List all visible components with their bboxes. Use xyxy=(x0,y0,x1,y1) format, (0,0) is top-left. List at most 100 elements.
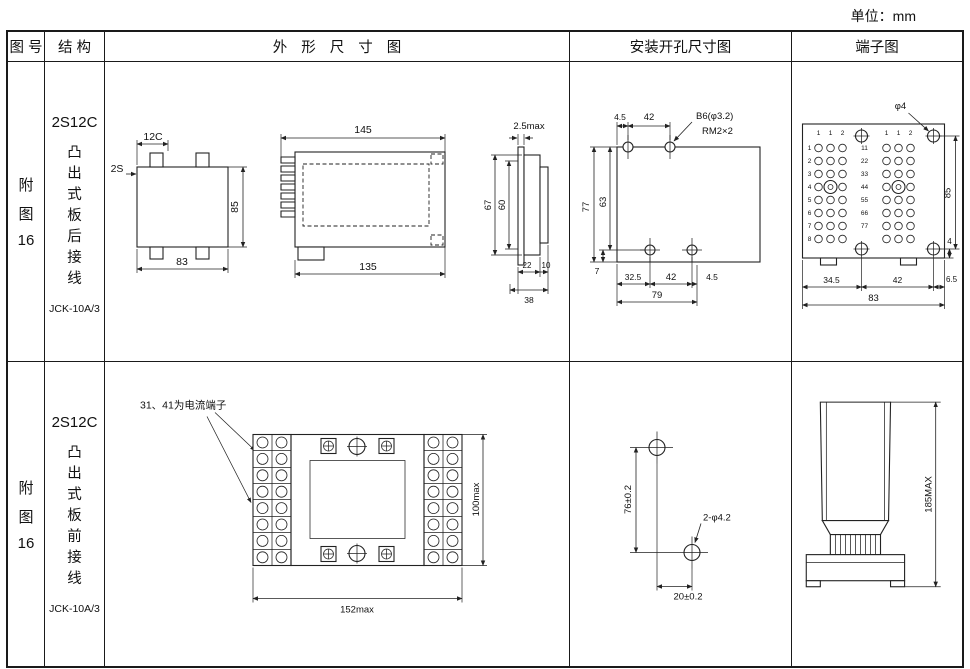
row2-mounting-cell: 76±0.2 2-φ4.2 20±0.2 xyxy=(570,362,792,666)
structure-char: 线 xyxy=(67,571,82,587)
col-header: 1 xyxy=(897,130,901,137)
mid-number: 22 xyxy=(861,158,869,165)
dim-42t-label: 42 xyxy=(893,275,903,285)
panel-cutout: 4.5 42 B6(φ3.2) RM2×2 77 63 7 32.5 42 4.… xyxy=(581,111,761,306)
dim-12c-label: 12C xyxy=(143,131,163,143)
row1-mounting-drawing: 4.5 42 B6(φ3.2) RM2×2 77 63 7 32.5 42 4.… xyxy=(581,111,761,306)
structure-char: 后 xyxy=(67,229,82,245)
row2-figure-cell: 附 图 16 xyxy=(8,362,45,666)
structure-char: 板 xyxy=(67,208,82,224)
right-terminal-circles xyxy=(427,436,459,564)
fig-char: 16 xyxy=(17,232,35,249)
spec-table: 图 号 结 构 外 形 尺 寸 图 安装开孔尺寸图 端子图 附 图 16 2S1… xyxy=(6,30,964,668)
dim-22-label: 22 xyxy=(523,261,532,270)
dim-345-label: 34.5 xyxy=(823,275,840,285)
dim-phi4-label: φ4 xyxy=(895,101,906,112)
dim-76-label: 76±0.2 xyxy=(623,485,634,514)
header-terminal: 端子图 xyxy=(792,32,962,62)
row-number: 8 xyxy=(808,236,812,243)
dim-42-top-label: 42 xyxy=(644,112,655,123)
structure-char: 板 xyxy=(67,508,82,524)
dim-152max-label: 152max xyxy=(340,605,374,616)
left-terminal-circles xyxy=(256,436,288,564)
row2-outline-cell: 31、41为电流端子 100max 152max xyxy=(105,362,570,666)
row-number: 1 xyxy=(808,145,812,152)
structure-char: 接 xyxy=(67,250,82,266)
row1-structure-cell: 2S12C 凸 出 式 板 后 接 线 JCK-10A/3 xyxy=(45,62,105,362)
dim-63-label: 63 xyxy=(598,197,609,208)
mid-number: 55 xyxy=(861,197,869,204)
dim-65-label: 6.5 xyxy=(946,275,958,284)
drill-plan: 76±0.2 2-φ4.2 20±0.2 xyxy=(623,431,731,603)
row2-terminal-cell: 185MAX xyxy=(792,362,962,666)
structure-char: 出 xyxy=(67,166,82,182)
dim-7-label: 7 xyxy=(595,266,600,276)
fig-char: 附 xyxy=(18,177,34,194)
dim-79-label: 79 xyxy=(652,290,663,301)
dim-83-label: 83 xyxy=(176,256,188,268)
row-number: 4 xyxy=(808,184,812,191)
col-header: 2 xyxy=(909,130,913,137)
col-header: 1 xyxy=(817,130,821,137)
col-header: 1 xyxy=(829,130,833,137)
relay-code: JCK-10A/3 xyxy=(49,303,100,315)
dim-77-label: 77 xyxy=(581,202,592,213)
structure-char: 凸 xyxy=(67,145,82,161)
unit-label: 单位：mm xyxy=(850,8,916,24)
row1-outline-drawing: 12C 2S 85 83 145 135 xyxy=(111,121,551,305)
relay-code: JCK-10A/3 xyxy=(49,603,100,615)
row1-terminal-cell: φ4 85 4 6.5 34.5 42 83 1 1 2 1 1 2 1 2 3 xyxy=(792,62,962,362)
model-label: 2S12C xyxy=(51,114,98,131)
dim-10-label: 10 xyxy=(542,261,551,270)
mid-number: 11 xyxy=(861,145,868,152)
dim-4-label: 4 xyxy=(947,237,952,246)
dim-45-bottom-label: 4.5 xyxy=(706,272,718,282)
row2-structure-cell: 2S12C 凸 出 式 板 前 接 线 JCK-10A/3 xyxy=(45,362,105,666)
current-terminal-note: 31、41为电流端子 xyxy=(140,399,226,412)
structure-char: 式 xyxy=(67,187,82,203)
front-wiring-view: 31、41为电流端子 100max 152max xyxy=(140,399,487,616)
dim-83t-label: 83 xyxy=(868,293,879,304)
dim-85-label: 85 xyxy=(229,201,241,213)
dim-145-label: 145 xyxy=(354,124,372,136)
dim-100max-label: 100max xyxy=(471,482,482,516)
header-structure: 结 构 xyxy=(45,32,105,62)
hole-spec-label: 2-φ4.2 xyxy=(703,513,731,524)
mid-number: 77 xyxy=(861,223,869,230)
mid-number: 66 xyxy=(861,210,869,217)
header-outline: 外 形 尺 寸 图 xyxy=(105,32,570,62)
model-label: 2S12C xyxy=(51,414,98,431)
col-header: 1 xyxy=(885,130,889,137)
terminal-hole-grid-right xyxy=(882,143,915,244)
header-mounting: 安装开孔尺寸图 xyxy=(570,32,792,62)
structure-char: 前 xyxy=(67,529,82,545)
mid-number: 33 xyxy=(861,171,869,178)
dim-67-label: 67 xyxy=(483,200,494,211)
dim-42-bottom-label: 42 xyxy=(666,272,677,283)
fig-char: 16 xyxy=(17,534,35,552)
row-number: 3 xyxy=(808,171,812,178)
terminal-plate: φ4 85 4 6.5 34.5 42 83 1 1 2 1 1 2 1 2 3 xyxy=(801,101,960,309)
row1-figure-cell: 附 图 16 xyxy=(8,62,45,362)
row1-terminal-drawing: φ4 85 4 6.5 34.5 42 83 1 1 2 1 1 2 1 2 3 xyxy=(801,101,960,309)
dim-45-top-label: 4.5 xyxy=(614,112,626,122)
row-number: 6 xyxy=(808,210,812,217)
fig-char: 图 xyxy=(18,508,34,526)
fig-char: 附 xyxy=(18,479,34,497)
row-number: 5 xyxy=(808,197,812,204)
dim-185max-label: 185MAX xyxy=(924,476,935,513)
fig-char: 图 xyxy=(18,206,34,223)
row2-terminal-drawing: 185MAX xyxy=(805,401,941,588)
side-view: 145 135 xyxy=(280,124,446,278)
structure-char: 式 xyxy=(67,487,82,503)
header-fig-no: 图 号 xyxy=(8,32,45,62)
front-view: 12C 2S 85 83 xyxy=(111,131,247,273)
hole-spec-label: B6(φ3.2) xyxy=(696,111,733,122)
row2-mounting-drawing: 76±0.2 2-φ4.2 20±0.2 xyxy=(623,431,731,603)
structure-char: 出 xyxy=(67,466,82,482)
thread-spec-label: RM2×2 xyxy=(702,126,733,137)
profile-view: 2.5max 67 60 22 10 38 xyxy=(483,121,551,305)
side-silhouette: 185MAX xyxy=(805,401,941,588)
row-number: 7 xyxy=(808,223,812,230)
